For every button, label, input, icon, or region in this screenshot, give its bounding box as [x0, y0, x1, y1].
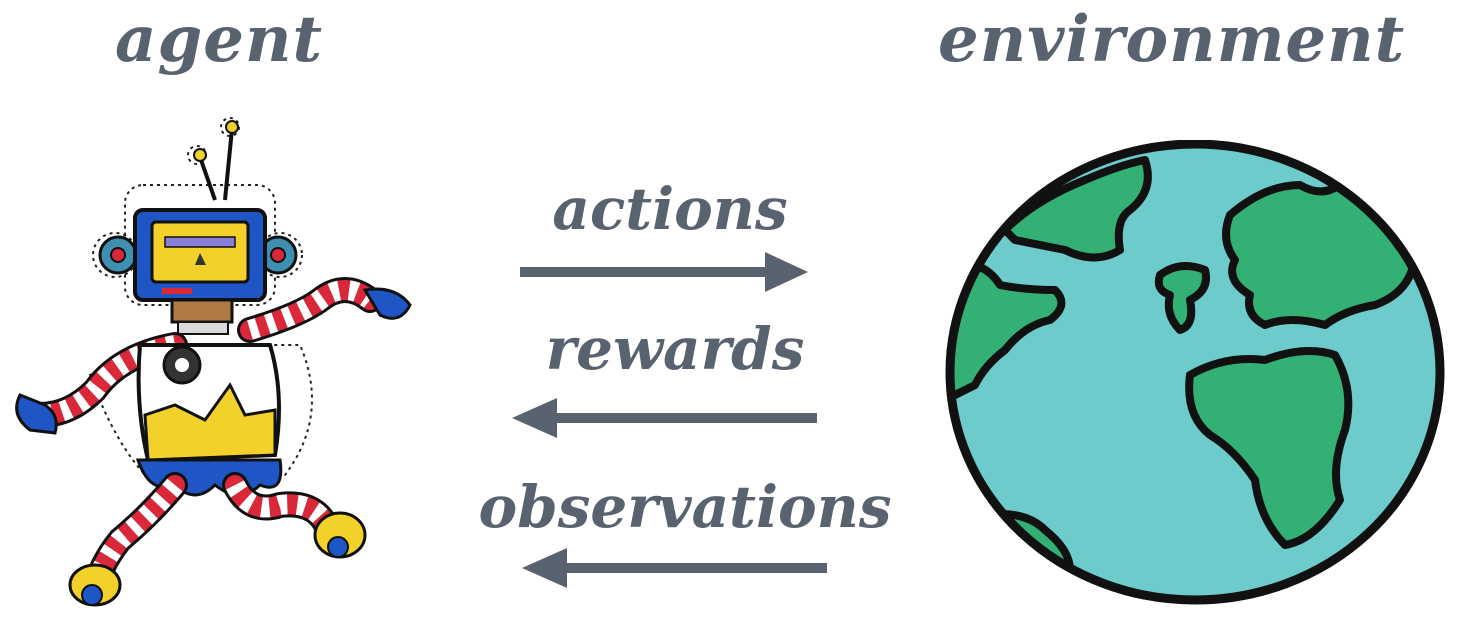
- rewards-arrow: [512, 398, 817, 438]
- globe-icon: [945, 140, 1445, 605]
- environment-title: environment: [938, 2, 1406, 77]
- actions-arrow: [520, 252, 808, 292]
- actions-label: actions: [552, 175, 788, 243]
- observations-label: observations: [478, 473, 892, 541]
- agent-title: agent: [115, 2, 324, 77]
- robot-icon: [15, 117, 412, 607]
- observations-arrow: [522, 548, 827, 588]
- rewards-label: rewards: [545, 315, 805, 383]
